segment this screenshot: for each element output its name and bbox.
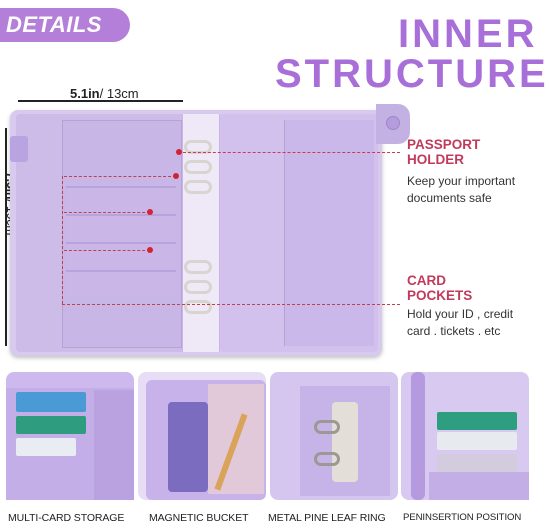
passport-marker-dot [176, 149, 182, 155]
callout-title-line: POCKETS [407, 288, 473, 303]
passport-holder-desc: Keep your important documents safe [407, 173, 515, 207]
ring-binder-photo [270, 372, 398, 500]
details-badge: DETAILS [0, 8, 130, 42]
card-marker-dot [173, 173, 179, 179]
binder-ring [184, 180, 212, 194]
details-badge-label: DETAILS [6, 12, 102, 37]
card-pockets-desc: Hold your ID , credit card . tickets . e… [407, 306, 513, 340]
card-slots-photo [6, 372, 134, 500]
width-cm: / 13cm [99, 86, 139, 101]
card-slot [66, 270, 176, 296]
binder-ring [184, 300, 212, 314]
card-pocket-pointer-line [62, 304, 400, 305]
magnetic-clasp-photo [138, 372, 266, 500]
callout-title-line: HOLDER [407, 152, 464, 167]
height-dimension-line [5, 128, 7, 346]
thumb-caption: MULTI-CARD STORAGE [8, 512, 125, 524]
pen-holder-photo [401, 372, 529, 500]
binder-ring [184, 280, 212, 294]
card-guide-line [64, 250, 150, 251]
binder-ring [184, 260, 212, 274]
card-marker-dot [147, 247, 153, 253]
callout-title-line: CARD [407, 273, 446, 288]
card-guide-line [64, 212, 150, 213]
passport-holder-title: PASSPORT HOLDER [407, 137, 480, 167]
width-dimension-line [18, 100, 183, 102]
card-slot [66, 214, 176, 240]
magnetic-snap [386, 116, 400, 130]
binder-ring [184, 160, 212, 174]
title-line-2: STRUCTURE [275, 52, 549, 96]
width-dimension-label: 5.1in/ 13cm [70, 86, 139, 101]
thumb-caption: MAGNETIC BUCKET [149, 512, 249, 524]
card-guide-line [64, 176, 176, 177]
passport-pointer-line [178, 152, 400, 153]
card-pockets-title: CARD POCKETS [407, 273, 472, 303]
card-guide-vertical [62, 176, 63, 304]
title-line-1: INNER [398, 12, 538, 56]
card-marker-dot [147, 209, 153, 215]
pen-loop [10, 136, 28, 162]
thumb-caption: METAL PINE LEAF RING [268, 512, 386, 524]
binder-illustration [10, 110, 390, 356]
card-slot [66, 186, 176, 212]
callout-desc-line: Keep your important [407, 174, 516, 188]
thumb-caption: PENINSERTION POSITION [403, 512, 522, 523]
callout-desc-line: card . tickets . etc [407, 324, 501, 338]
callout-desc-line: documents safe [407, 191, 492, 205]
callout-title-line: PASSPORT [407, 137, 481, 152]
width-inches: 5.1in [70, 86, 100, 101]
passport-pocket [284, 120, 374, 346]
card-slot [66, 242, 176, 268]
callout-desc-line: Hold your ID , credit [407, 307, 514, 321]
